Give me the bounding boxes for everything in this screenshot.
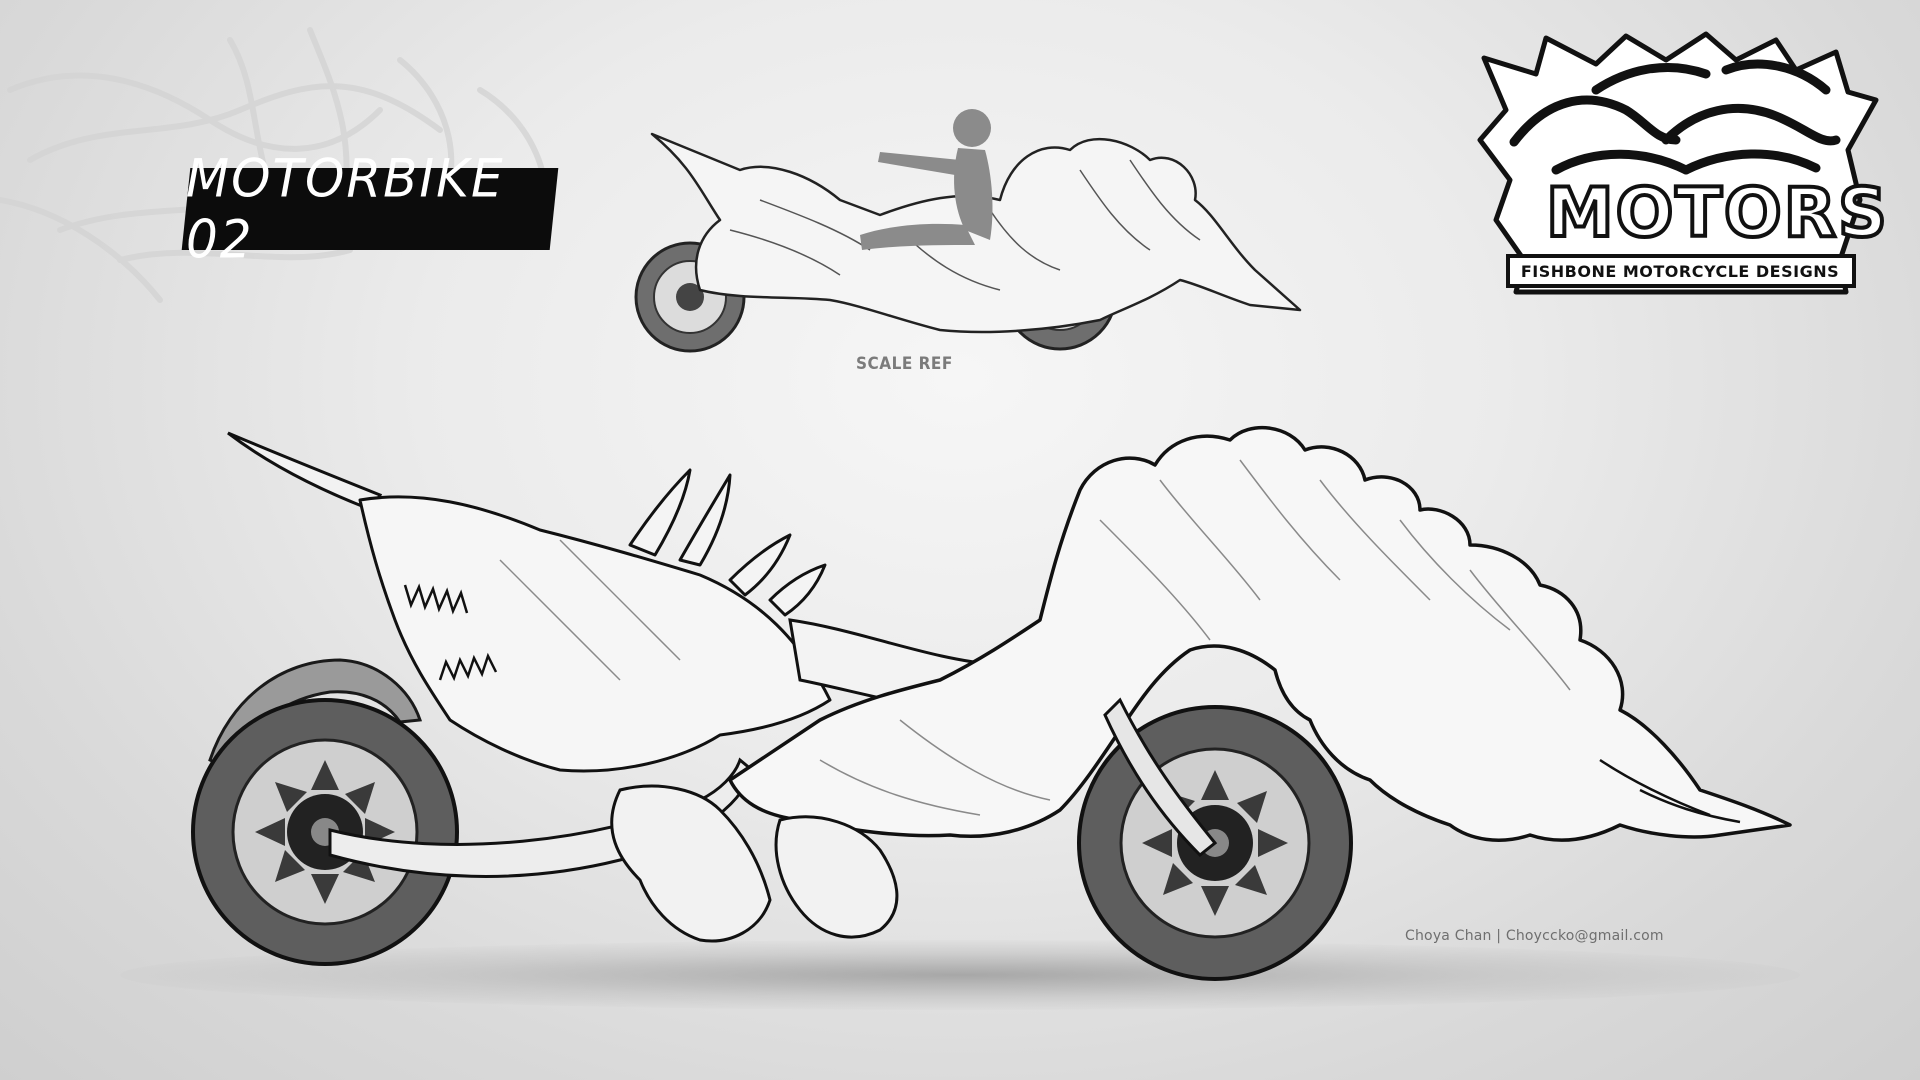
logo-badge-shape xyxy=(1477,31,1879,295)
logo-subtitle: FISHBONE MOTORCYCLE DESIGNS xyxy=(1520,262,1840,281)
scale-ref-label: SCALE REF xyxy=(856,354,953,374)
main-front-wheel xyxy=(191,698,459,966)
rear-swingarm xyxy=(1103,697,1218,858)
fish-bill-horn xyxy=(227,431,383,512)
floor-shadow xyxy=(120,940,1800,1010)
logo-main-text: MOTORS xyxy=(1544,174,1890,253)
bone-frill-body xyxy=(728,425,1792,842)
fish-skull-head xyxy=(358,495,832,773)
artist-credit: Choya Chan | Choyccko@gmail.com xyxy=(1405,928,1664,944)
brand-logo: MOTORS FISHBONE MOTORCYCLE DESIGNS xyxy=(1476,30,1890,300)
lower-bone-plates xyxy=(610,784,772,943)
scale-ref-rider-silhouette xyxy=(860,109,993,250)
